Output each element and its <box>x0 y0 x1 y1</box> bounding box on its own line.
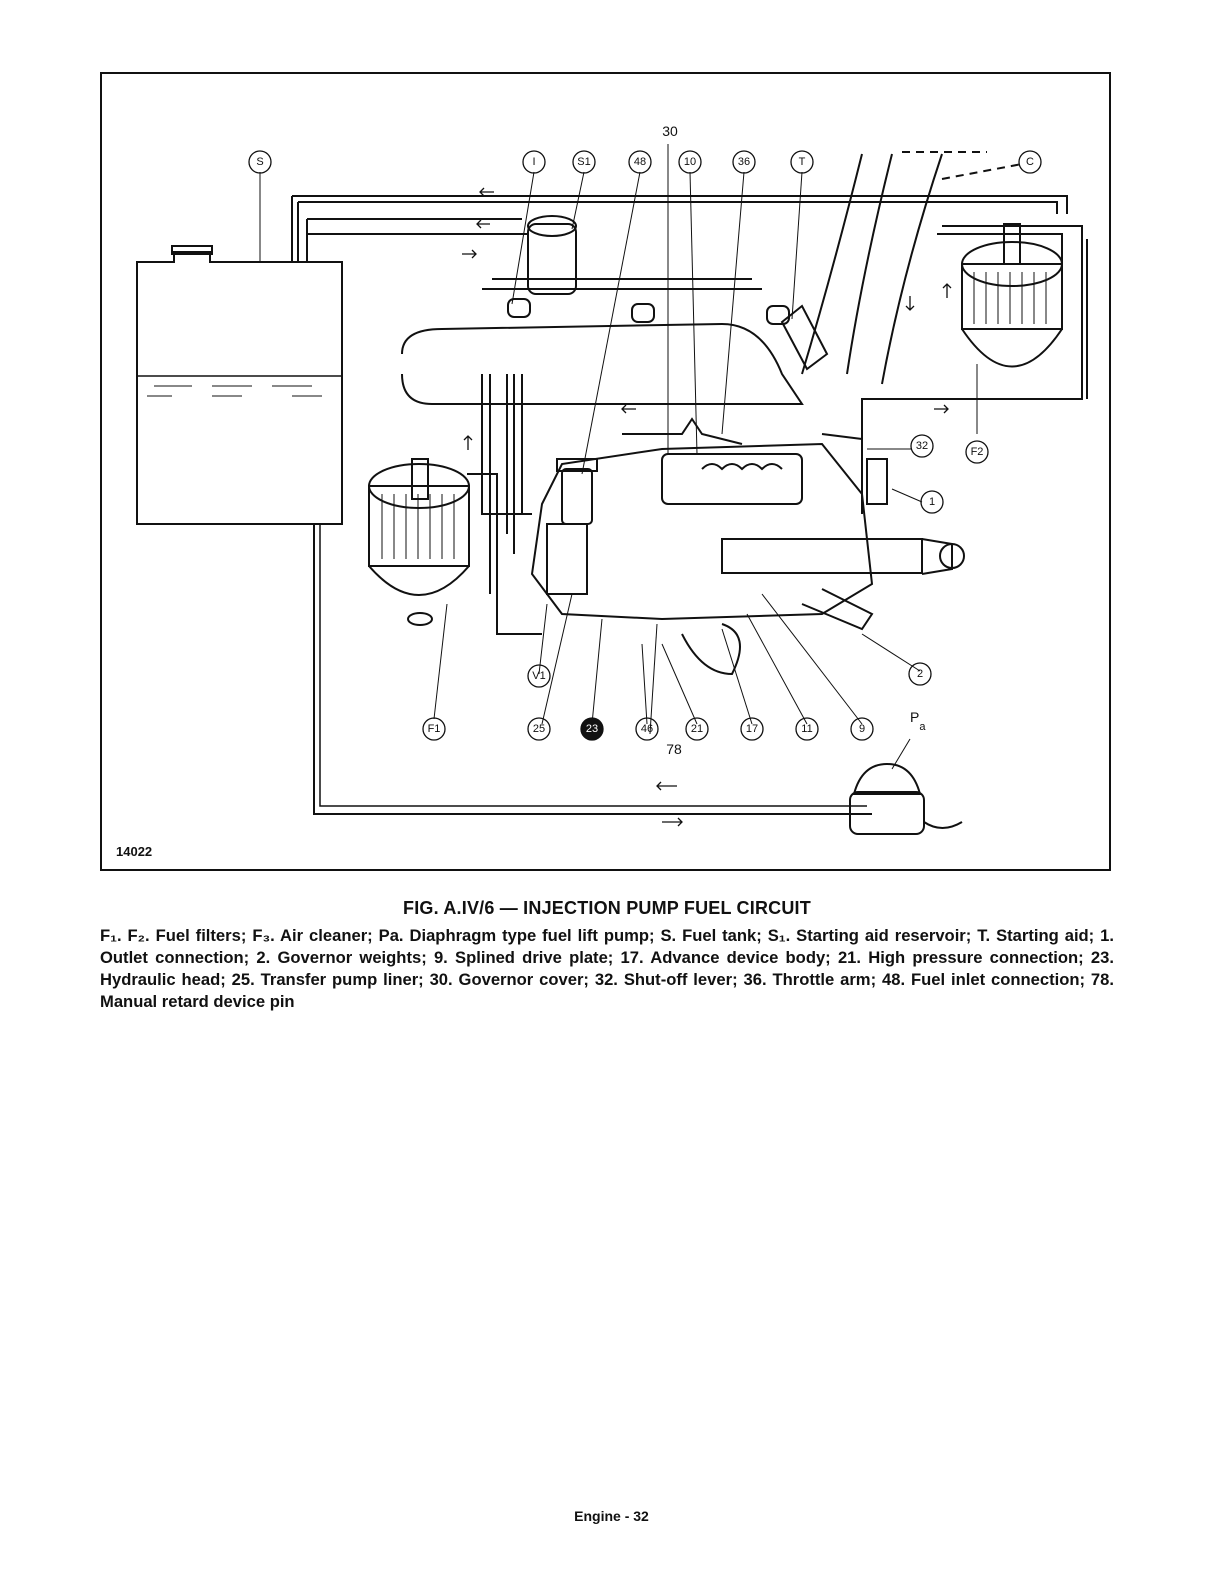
callout-48-label: 48 <box>634 156 646 168</box>
starting-aid-reservoir <box>527 223 577 295</box>
callout-36: 36 <box>732 150 756 174</box>
callout-I: I <box>522 150 546 174</box>
callout-F1: F1 <box>422 717 446 741</box>
callout-1: 1 <box>920 490 944 514</box>
callout-32: 32 <box>910 434 934 458</box>
callout-T: T <box>790 150 814 174</box>
callout-S1: S1 <box>572 150 596 174</box>
caption-text: F₁. F₂. Fuel filters; F₃. Air cleaner; P… <box>100 926 1114 1011</box>
caption-block: FIG. A.IV/6 — INJECTION PUMP FUEL CIRCUI… <box>100 898 1114 1013</box>
callout-2: 2 <box>908 662 932 686</box>
callout-C-label: C <box>1026 156 1034 168</box>
callout-17-label: 17 <box>746 723 758 735</box>
caption-title: FIG. A.IV/6 — INJECTION PUMP FUEL CIRCUI… <box>403 898 811 918</box>
callout-46-label: 46 <box>641 723 653 735</box>
callout-32-label: 32 <box>916 440 928 452</box>
figure-frame: S I S1 48 10 36 T C F2 32 1 2 9 11 17 21… <box>100 72 1111 871</box>
callout-F1-label: F1 <box>428 723 441 735</box>
callout-36-label: 36 <box>738 156 750 168</box>
callout-17: 17 <box>740 717 764 741</box>
callout-48: 48 <box>628 150 652 174</box>
label-pa-main: P <box>910 709 919 725</box>
label-pa: Pa <box>910 709 926 733</box>
starting-aid <box>780 304 829 371</box>
page-footer: Engine - 32 <box>574 1508 649 1524</box>
callout-10: 10 <box>678 150 702 174</box>
label-30: 30 <box>662 123 678 139</box>
label-pa-sub: a <box>919 721 926 733</box>
fuel-tank-cap <box>171 245 213 255</box>
fuel-line-left <box>313 524 872 815</box>
lift-pump-pa <box>849 762 963 835</box>
callout-I-label: I <box>532 156 535 168</box>
callout-25: 25 <box>527 717 551 741</box>
callout-V1-label: V1 <box>532 670 545 682</box>
callout-S-label: S <box>256 156 263 168</box>
fuel-circuit-diagram: S I S1 48 10 36 T C F2 32 1 2 9 11 17 21… <box>136 123 1088 835</box>
callout-25-label: 25 <box>533 723 545 735</box>
injection-pump <box>530 417 965 676</box>
callout-21: 21 <box>685 717 709 741</box>
callout-21-label: 21 <box>691 723 703 735</box>
callout-1-label: 1 <box>929 496 935 508</box>
callout-F2-label: F2 <box>971 446 984 458</box>
callout-9: 9 <box>850 717 874 741</box>
callout-2-label: 2 <box>917 668 923 680</box>
callout-F2: F2 <box>965 440 989 464</box>
fuel-filter-f2 <box>961 223 1063 368</box>
callout-11-label: 11 <box>801 723 812 735</box>
callout-11: 11 <box>795 717 819 741</box>
callout-V1: V1 <box>527 664 551 688</box>
callout-23-label: 23 <box>586 723 598 735</box>
callout-10-label: 10 <box>684 156 696 168</box>
callout-46: 46 <box>635 717 659 741</box>
label-78: 78 <box>666 741 682 757</box>
callout-S1-label: S1 <box>577 156 590 168</box>
figure-number: 14022 <box>116 844 153 859</box>
callout-C: C <box>1018 150 1042 174</box>
fuel-filter-f1 <box>368 458 470 626</box>
fuel-tank <box>136 251 343 525</box>
callout-9-label: 9 <box>859 723 865 735</box>
callout-S: S <box>248 150 272 174</box>
callout-23: 23 <box>580 717 604 741</box>
callout-T-label: T <box>799 156 806 168</box>
